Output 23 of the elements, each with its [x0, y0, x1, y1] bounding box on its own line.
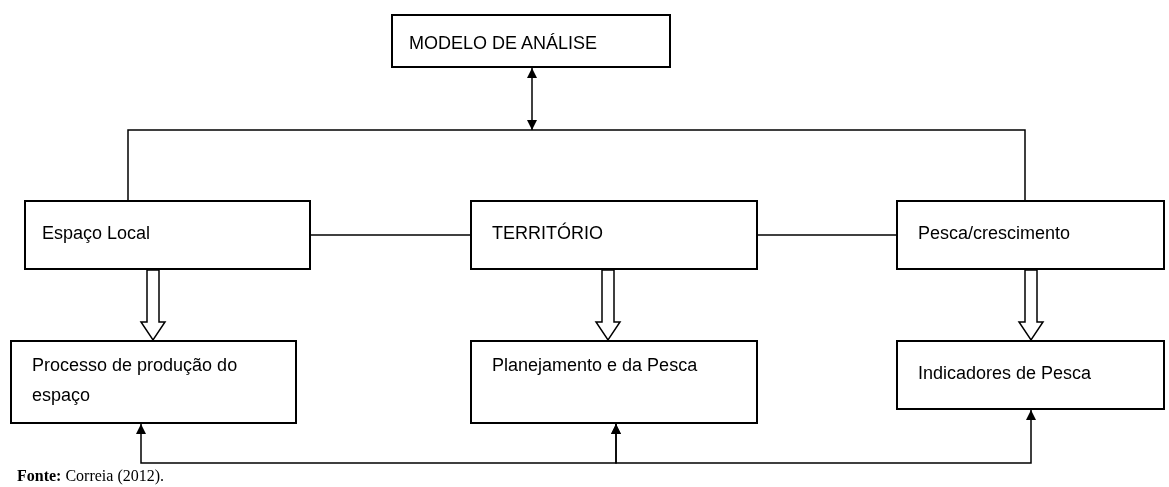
text-box	[10, 340, 297, 424]
text-box	[896, 200, 1165, 270]
hollow-arrow	[139, 269, 167, 342]
connector-line	[127, 129, 1026, 201]
hollow-arrow	[594, 269, 622, 342]
box-label: TERRITÓRIO	[492, 221, 604, 245]
source-caption: Fonte: Correia (2012).	[17, 467, 165, 485]
text-box	[470, 340, 758, 424]
hollow-arrow	[1017, 269, 1045, 342]
box-label: MODELO DE ANÁLISE	[409, 32, 599, 55]
text-box	[391, 14, 671, 68]
box-label: Processo de produção do espaço	[32, 354, 239, 407]
arrow	[527, 67, 537, 131]
box-label: Pesca/crescimento	[918, 222, 1072, 245]
text-box	[24, 200, 311, 270]
text-box	[896, 340, 1165, 410]
text-box	[470, 200, 758, 270]
box-label: Planejamento e da Pesca	[492, 354, 699, 377]
box-label: Espaço Local	[42, 222, 152, 245]
connector-line	[757, 234, 897, 236]
connector-line	[310, 234, 471, 236]
arrow	[611, 409, 1036, 464]
box-label: Indicadores de Pesca	[918, 362, 1093, 385]
